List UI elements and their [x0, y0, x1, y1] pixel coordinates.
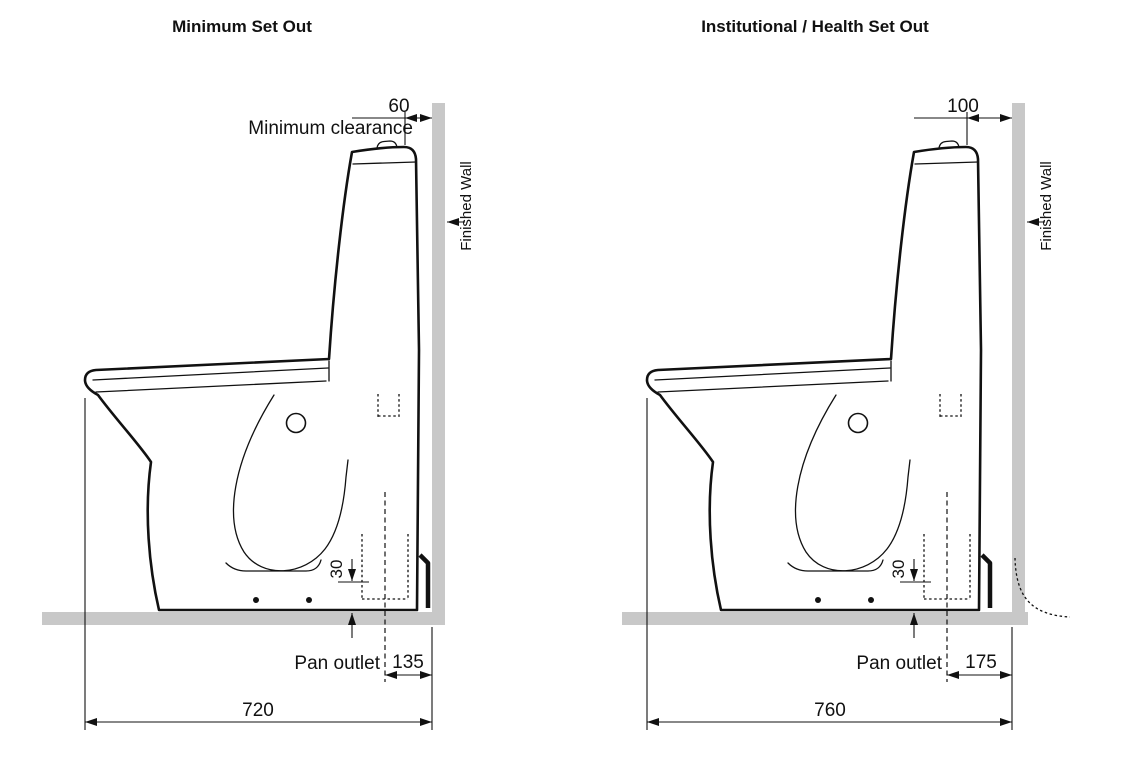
finished-wall: [1012, 103, 1025, 612]
right-title: Institutional / Health Set Out: [701, 17, 929, 36]
outlet-to-wall-value: 175: [965, 652, 997, 673]
floor: [42, 612, 445, 625]
overall-depth-value: 720: [242, 700, 274, 721]
outlet-height-value: 30: [327, 560, 346, 579]
outlet-height-value: 30: [889, 560, 908, 579]
finished-wall: [432, 103, 445, 612]
left-title: Minimum Set Out: [172, 17, 312, 36]
clearance-value: 100: [947, 96, 979, 117]
right-diagram: Institutional / Health Set Out 100 Finis…: [622, 17, 1071, 730]
pan-outlet-label: Pan outlet: [856, 653, 942, 674]
overall-depth-value: 760: [814, 700, 846, 721]
outlet-to-wall-value: 135: [392, 652, 424, 673]
floor: [622, 612, 1028, 625]
finished-wall-label: Finished Wall: [1038, 161, 1055, 250]
left-diagram: Minimum Set Out 60 Minimum clearance Fin…: [42, 17, 475, 730]
clearance-value: 60: [388, 96, 409, 117]
toilet-profile: [647, 141, 990, 682]
finished-wall-label: Finished Wall: [458, 161, 475, 250]
pan-outlet-label: Pan outlet: [294, 653, 380, 674]
toilet-profile: [85, 141, 428, 682]
clearance-label: Minimum clearance: [248, 118, 413, 139]
cove-dotted-curve: [1014, 557, 1071, 618]
